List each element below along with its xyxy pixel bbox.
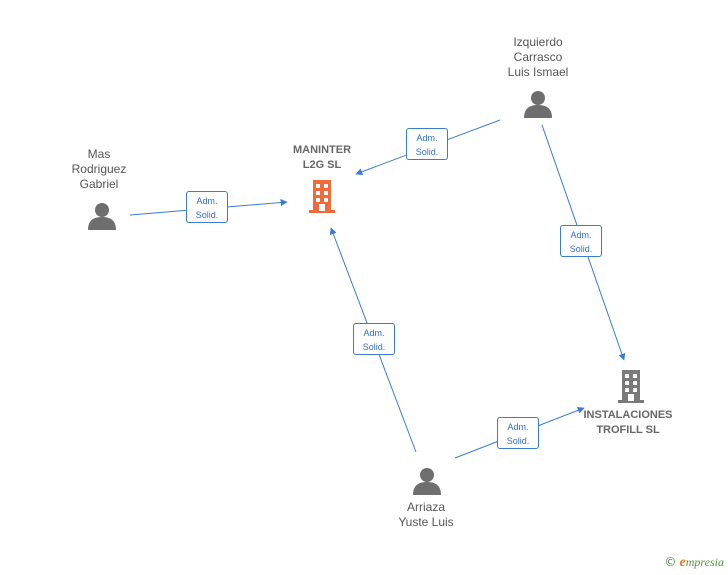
- person-name-line: Gabriel: [79, 177, 119, 191]
- edge-role-line: Solid.: [415, 147, 439, 157]
- company-name-line: TROFILL SL: [596, 424, 660, 436]
- edge-label-arriaza-instalaciones[interactable]: Adm. Solid.: [497, 417, 539, 449]
- edge-role-line: Adm.: [416, 133, 438, 143]
- person-icon[interactable]: [413, 468, 441, 495]
- brand-name: mpresia: [685, 555, 724, 569]
- copyright-icon: ©: [664, 555, 677, 569]
- person-name-line: Izquierdo: [513, 35, 563, 49]
- edge-role-line: Solid.: [569, 244, 593, 254]
- edge-role-line: Adm.: [570, 230, 592, 240]
- person-name-line: Carrasco: [513, 50, 563, 64]
- person-icon[interactable]: [524, 91, 552, 118]
- person-label-izquierdo[interactable]: Izquierdo Carrasco Luis Ismael: [490, 35, 586, 80]
- company-name-line: INSTALACIONES: [583, 409, 673, 421]
- person-name-line: Rodriguez: [71, 162, 127, 176]
- person-label-mas[interactable]: Mas Rodriguez Gabriel: [56, 147, 142, 192]
- edge-role-line: Adm.: [363, 328, 385, 338]
- company-name-line: MANINTER: [292, 144, 352, 156]
- edge-role-line: Adm.: [196, 196, 218, 206]
- edge-role-line: Solid.: [506, 436, 530, 446]
- edge-label-izquierdo-instalaciones[interactable]: Adm. Solid.: [560, 225, 602, 257]
- person-icon[interactable]: [88, 203, 116, 230]
- brand-initial: e: [679, 555, 686, 570]
- person-name-line: Arriaza: [406, 500, 445, 514]
- company-label-maninter[interactable]: MANINTER L2G SL: [280, 143, 364, 173]
- person-name-line: Mas: [87, 147, 111, 161]
- building-icon[interactable]: [618, 370, 644, 403]
- edge-role-line: Solid.: [195, 210, 219, 220]
- edge-label-arriaza-maninter[interactable]: Adm. Solid.: [353, 323, 395, 355]
- edge-label-izquierdo-maninter[interactable]: Adm. Solid.: [406, 128, 448, 160]
- edge-label-mas-maninter[interactable]: Adm. Solid.: [186, 191, 228, 223]
- person-name-line: Luis Ismael: [507, 65, 569, 79]
- person-label-arriaza[interactable]: Arriaza Yuste Luis: [380, 500, 472, 530]
- edge-role-line: Adm.: [507, 422, 529, 432]
- company-name-line: L2G SL: [302, 159, 342, 171]
- person-name-line: Yuste Luis: [398, 515, 454, 529]
- company-label-instalaciones[interactable]: INSTALACIONES TROFILL SL: [578, 408, 678, 438]
- edge-role-line: Solid.: [362, 342, 386, 352]
- building-icon[interactable]: [309, 180, 335, 213]
- brand-logo: ©empresia: [665, 555, 724, 571]
